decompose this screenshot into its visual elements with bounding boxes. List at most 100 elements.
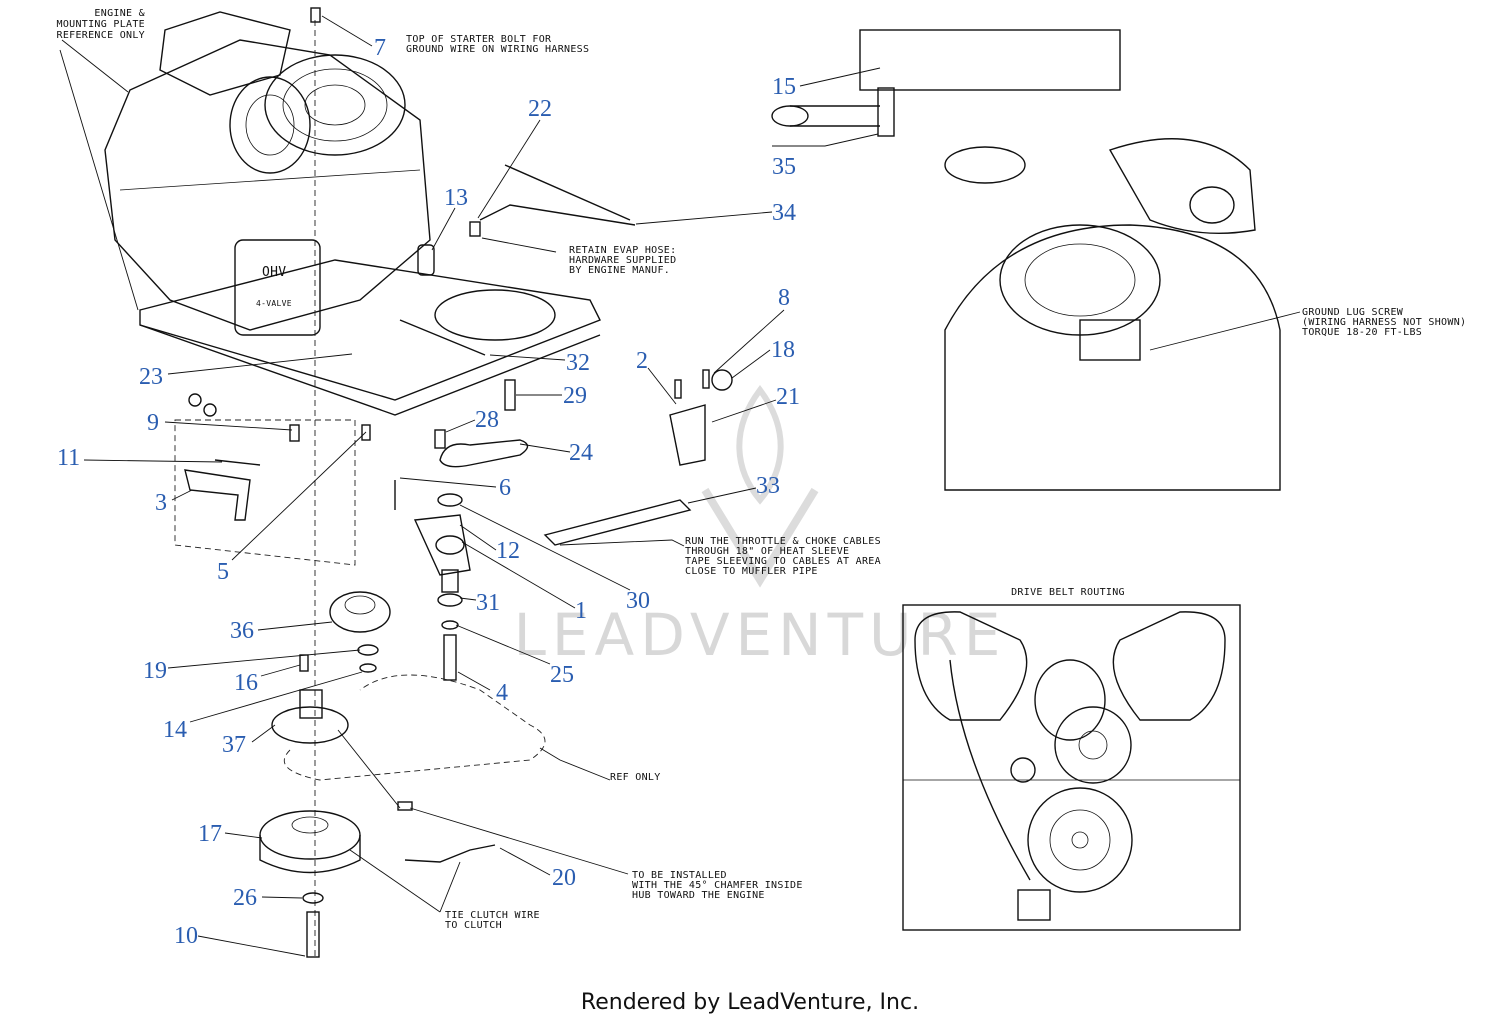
callout-14: 14 xyxy=(163,717,187,743)
engine-detail-view xyxy=(771,29,1281,491)
screw-2 xyxy=(674,379,682,399)
note-ground-lug-1: GROUND LUG SCREW xyxy=(1302,307,1404,318)
heat-sleeve xyxy=(543,499,692,546)
note-starter-bolt-2: GROUND WIRE ON WIRING HARNESS xyxy=(406,44,589,55)
washer-31 xyxy=(437,593,463,607)
mounting-plate-edge xyxy=(139,324,601,416)
note-ground-lug-2: (WIRING HARNESS NOT SHOWN) xyxy=(1302,317,1466,328)
air-filter xyxy=(229,76,311,174)
mounting-plate xyxy=(139,259,601,401)
belt-guide xyxy=(397,801,413,811)
note-engine-ref-1: ENGINE & xyxy=(94,8,145,19)
muffler-area xyxy=(859,29,1121,91)
callout-23: 23 xyxy=(139,364,163,390)
note-chamfer-2: WITH THE 45° CHAMFER INSIDE xyxy=(632,880,803,891)
note-ground-lug-3: TORQUE 18-20 FT-LBS xyxy=(1302,327,1422,338)
note-engine-ref-2: MOUNTING PLATE xyxy=(57,19,146,30)
idler-arm xyxy=(413,514,471,576)
spacer-31 xyxy=(441,569,459,593)
routing-center-lobe xyxy=(1034,659,1106,741)
routing-small-pulley xyxy=(1010,757,1036,783)
callout-16: 16 xyxy=(234,670,258,696)
note-evap-3: BY ENGINE MANUF. xyxy=(569,265,670,276)
engine-shroud xyxy=(159,11,291,96)
washer-26 xyxy=(302,892,324,904)
callout-18: 18 xyxy=(771,337,795,363)
leader-lines xyxy=(59,15,1301,957)
extension-spring xyxy=(439,439,529,468)
bolt-29 xyxy=(504,379,516,411)
engine-detail-fan xyxy=(999,224,1161,336)
washer-25 xyxy=(441,620,459,630)
bolt-5 xyxy=(361,424,371,441)
watermark-text: LEADVENTURE xyxy=(514,601,1007,669)
note-starter-bolt-1: TOP OF STARTER BOLT FOR xyxy=(406,34,552,45)
evap-line xyxy=(479,204,636,226)
engine-pulley xyxy=(271,706,349,744)
watermark: LEADVENTURE xyxy=(514,384,1007,669)
callout-5: 5 xyxy=(217,559,229,585)
callout-9: 9 xyxy=(147,410,159,436)
nut-23a xyxy=(188,393,202,407)
engine-assembly: OHV 4-VALVE xyxy=(104,11,636,416)
ohv-badge: OHV xyxy=(262,265,286,280)
watermark-chevron-icon xyxy=(701,487,819,588)
notes: ENGINE & MOUNTING PLATE REFERENCE ONLY T… xyxy=(57,8,1467,931)
note-ref-only: REF ONLY xyxy=(610,772,661,783)
footer-credit: Rendered by LeadVenture, Inc. xyxy=(580,990,920,1015)
callout-35: 35 xyxy=(772,154,796,180)
callout-36: 36 xyxy=(230,618,254,644)
callout-26: 26 xyxy=(233,885,257,911)
muffler-pipe xyxy=(790,105,880,127)
washer-14 xyxy=(359,663,377,673)
note-throttle-3: TAPE SLEEVING TO CABLES AT AREA xyxy=(685,556,881,567)
routing-left-lobe xyxy=(914,611,1028,721)
pivot-rod xyxy=(399,319,486,356)
callout-11: 11 xyxy=(57,445,80,471)
callout-6: 6 xyxy=(499,475,511,501)
washer-30 xyxy=(437,493,463,507)
valve-cover xyxy=(234,239,321,336)
callout-32: 32 xyxy=(566,350,590,376)
callout-34: 34 xyxy=(772,200,796,226)
callout-24: 24 xyxy=(569,440,593,466)
engine-detail-block xyxy=(944,224,1281,491)
flywheel-screen xyxy=(264,54,406,156)
pto-clutch xyxy=(259,810,361,860)
callout-33: 33 xyxy=(756,473,780,499)
callout-22: 22 xyxy=(528,96,552,122)
evap-bracket xyxy=(469,221,481,237)
callout-2: 2 xyxy=(636,348,648,374)
callout-10: 10 xyxy=(174,923,198,949)
bolt-4 xyxy=(443,634,457,681)
bolt-9 xyxy=(289,424,300,442)
note-evap-1: RETAIN EVAP HOSE: xyxy=(569,245,676,256)
note-tie-clutch-1: TIE CLUTCH WIRE xyxy=(445,910,540,921)
routing-bracket xyxy=(1017,889,1051,921)
callout-15: 15 xyxy=(772,74,796,100)
washer-19 xyxy=(357,644,379,656)
knob-18 xyxy=(711,369,733,391)
bolt-28 xyxy=(434,429,446,449)
bracket-3 xyxy=(184,469,251,521)
hardware-parts xyxy=(174,7,733,960)
callout-29: 29 xyxy=(563,383,587,409)
callout-3: 3 xyxy=(155,490,167,516)
bolt-11 xyxy=(214,459,261,466)
routing-clutch xyxy=(1027,787,1133,893)
engine-detail-shroud xyxy=(1108,138,1256,235)
routing-frame xyxy=(902,604,1241,931)
callout-25: 25 xyxy=(550,662,574,688)
bolt-10 xyxy=(306,911,320,958)
fuel-filter xyxy=(417,244,435,276)
callout-17: 17 xyxy=(198,821,222,847)
callout-8: 8 xyxy=(778,285,790,311)
muffler-pipe-end xyxy=(771,105,809,127)
note-drive-belt-routing: DRIVE BELT ROUTING xyxy=(1011,587,1125,598)
note-tie-clutch-2: TO CLUTCH xyxy=(445,920,502,931)
muffler-flange xyxy=(877,87,895,137)
callout-13: 13 xyxy=(444,185,468,211)
routing-right-lobe xyxy=(1112,611,1226,721)
engine-detail-filter xyxy=(1189,186,1235,224)
